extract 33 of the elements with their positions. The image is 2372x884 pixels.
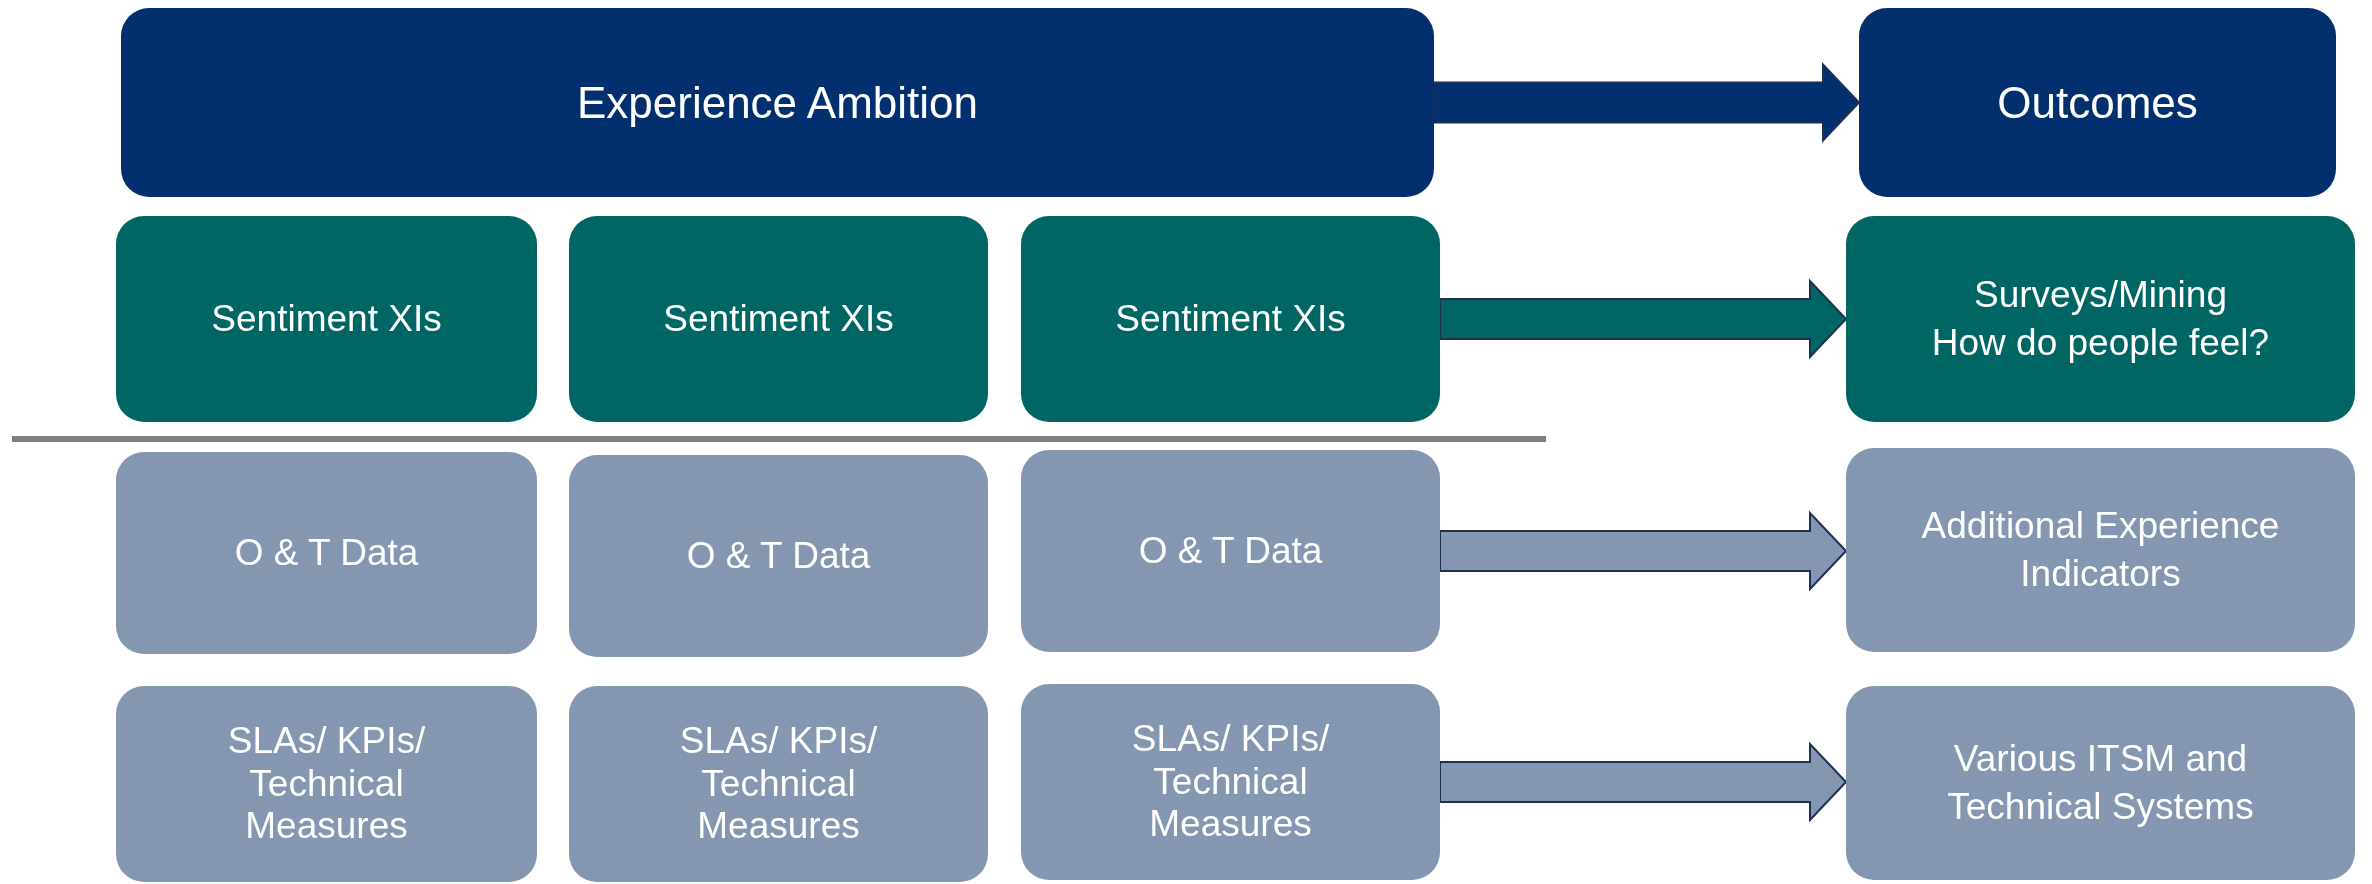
process-box: [1021, 684, 1440, 880]
box-label: Sentiment XIs: [1115, 296, 1346, 341]
box-label: O & T Data: [1138, 528, 1323, 573]
process-box: [1846, 448, 2355, 652]
process-box: [1846, 686, 2355, 880]
box-label: Sentiment XIs: [211, 296, 442, 341]
process-box: [1021, 450, 1440, 652]
box-label: Additional Experience Indicators: [1920, 503, 2281, 596]
box-label: Outcomes: [1997, 76, 2198, 129]
process-box: [569, 216, 988, 422]
box-label: O & T Data: [234, 530, 419, 575]
block-arrow: [1439, 278, 1848, 360]
block-arrow: [1439, 510, 1848, 592]
process-box: [1846, 216, 2355, 422]
box-label: Experience Ambition: [576, 76, 979, 129]
process-box: [116, 452, 537, 654]
process-box: [116, 686, 537, 882]
box-label: SLAs/ KPIs/ Technical Measures: [1130, 718, 1331, 846]
box-label: Various ITSM and Technical Systems: [1946, 736, 2255, 829]
box-label: SLAs/ KPIs/ Technical Measures: [678, 720, 879, 848]
box-label: Sentiment XIs: [663, 296, 894, 341]
block-arrow: [1439, 741, 1848, 823]
block-arrow: [1433, 62, 1861, 143]
box-label: Surveys/Mining: [1974, 272, 2227, 317]
process-box: [1021, 216, 1440, 422]
box-label: SLAs/ KPIs/ Technical Measures: [226, 720, 427, 848]
box-label: O & T Data: [686, 533, 871, 578]
process-box: [569, 455, 988, 657]
box-label: How do people feel?: [1931, 321, 2270, 365]
process-box: [569, 686, 988, 882]
heading-box: [1859, 8, 2336, 197]
process-box: [116, 216, 537, 422]
heading-box: [121, 8, 1434, 197]
